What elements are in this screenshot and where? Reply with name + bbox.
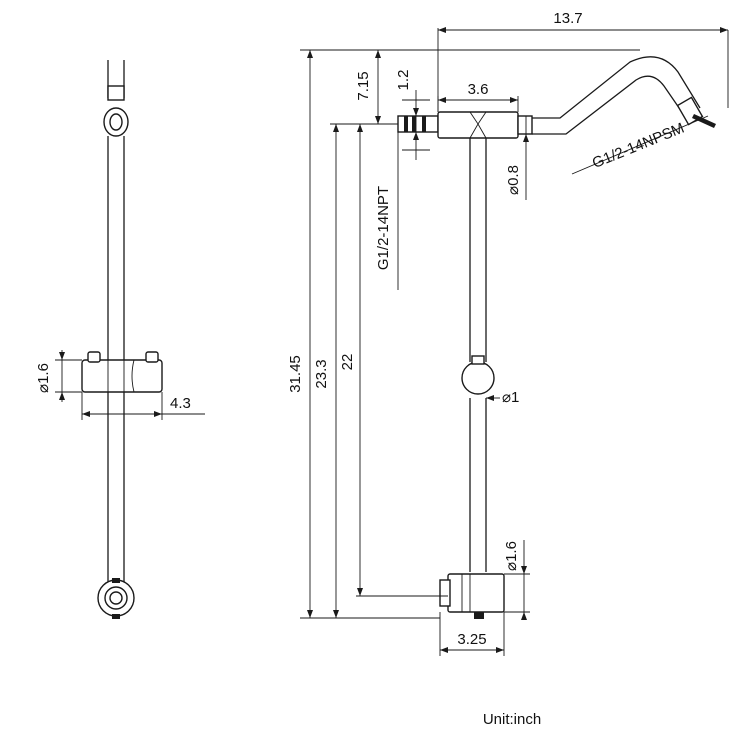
side-mount-screw-bottom (112, 614, 120, 619)
side-main-tube (107, 136, 125, 360)
side-width-arrow-left (82, 411, 90, 417)
front-right-nut (517, 115, 533, 135)
front-thread-band-1 (404, 116, 408, 132)
dim-22-arrow-bottom (357, 588, 363, 596)
front-mount-detail (461, 574, 471, 612)
front-thread-band-3 (422, 116, 426, 132)
front-tee-body (437, 111, 519, 139)
side-dia-arrow-bottom (59, 392, 65, 400)
front-mount-screw (474, 612, 484, 619)
dim-bottom-dia-arrow-top (521, 566, 527, 574)
dim-3-6-lines (437, 96, 519, 112)
front-arm-lower-edge (532, 75, 687, 135)
dim-23-3-arrow-bottom (333, 610, 339, 618)
npsm-leader-line (571, 115, 709, 175)
side-bracket-knob-left (87, 351, 101, 363)
side-bracket-knob-right (145, 351, 159, 363)
dim-bottom-dia-lines (504, 540, 530, 620)
dim-bottom-dia-label: ⌀1.6 (503, 541, 520, 571)
dim-3-25-arrow-right (496, 647, 504, 653)
front-bottom-mount (447, 573, 505, 613)
dim-31-45-arrow-top (307, 50, 313, 58)
dim-13-7-label: 13.7 (553, 10, 582, 27)
front-arm-thread-end (692, 114, 716, 128)
dim-3-6-label: 3.6 (468, 81, 489, 98)
dim-31-45-label: 31.45 (287, 355, 304, 393)
dim-1-2-arrow-top (413, 108, 419, 116)
front-thread-band-2 (412, 116, 416, 132)
front-slider-stem (471, 355, 485, 365)
dim-13-7-arrow-left (438, 27, 446, 33)
dim-0-8-label: ⌀0.8 (505, 165, 522, 195)
side-lower-tube (107, 392, 125, 582)
front-view: 13.7 7.15 1.2 3.6 ⌀0.8 G1/2-14NPT G1/2-1… (287, 10, 729, 656)
dim-1-label: ⌀1 (502, 389, 519, 406)
dim-3-25-arrow-left (440, 647, 448, 653)
dim-31-45-lines (300, 50, 440, 619)
front-mount-flange (439, 579, 451, 607)
dim-1-arrow (486, 395, 494, 401)
front-slider-knob (461, 361, 495, 395)
unit-label: Unit:inch (483, 711, 541, 728)
dim-1-2-arrow-bottom (413, 132, 419, 140)
side-width-label: 4.3 (170, 395, 191, 412)
dim-3-6-arrow-left (438, 97, 446, 103)
dim-3-25-label: 3.25 (457, 631, 486, 648)
dim-3-6-arrow-right (510, 97, 518, 103)
front-tee-detail (469, 111, 487, 139)
dim-31-45-arrow-bottom (307, 610, 313, 618)
dim-7-15-arrow-bottom (375, 116, 381, 124)
side-view: ⌀1.6 4.3 (35, 60, 205, 619)
side-bracket-tube-lines (107, 360, 125, 392)
dim-22-lines (356, 124, 448, 597)
dim-23-3-arrow-top (333, 124, 339, 132)
side-bracket-curve (131, 359, 135, 393)
front-main-tube-upper (469, 138, 487, 362)
dim-13-7-arrow-right (720, 27, 728, 33)
dim-23-3-lines (330, 123, 398, 618)
side-dia-dim-lines (55, 350, 82, 402)
npt-thread-label: G1/2-14NPT (375, 186, 392, 270)
dim-23-3-label: 23.3 (313, 359, 330, 388)
side-mount-screw-top (112, 578, 120, 583)
dim-1-2-lines (402, 90, 430, 160)
side-dia-label: ⌀1.6 (35, 363, 52, 393)
side-width-dim-lines (81, 392, 205, 420)
side-wall-mount-hole (109, 591, 123, 605)
dim-7-15-label: 7.15 (355, 71, 372, 100)
dim-7-15-arrow-top (375, 50, 381, 58)
dim-22-label: 22 (339, 354, 356, 371)
side-top-connector-inner (109, 113, 123, 131)
side-slide-bracket (81, 359, 163, 393)
dim-0-8-arrow (523, 134, 529, 142)
side-dia-arrow-top (59, 352, 65, 360)
side-width-arrow-right (154, 411, 162, 417)
front-arm-upper-edge (532, 56, 701, 119)
dim-22-arrow-top (357, 124, 363, 132)
front-main-tube-lower (469, 398, 487, 572)
dim-3-25-lines (439, 612, 505, 656)
dim-bottom-dia-arrow-bottom (521, 612, 527, 620)
dim-1-2-label: 1.2 (395, 70, 412, 91)
side-top-collar (107, 85, 125, 101)
npsm-thread-label: G1/2-14NPSM (590, 120, 687, 172)
